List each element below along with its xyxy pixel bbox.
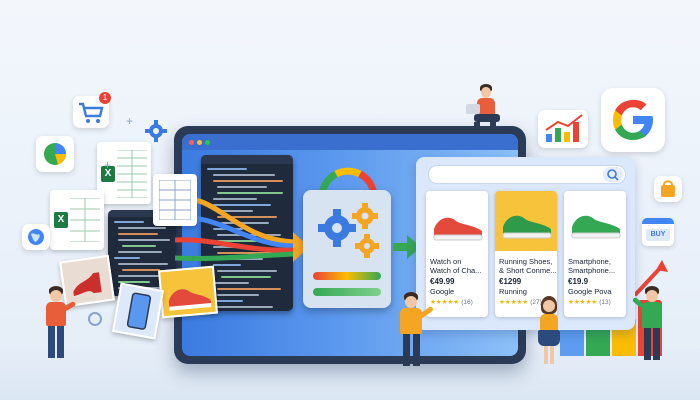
product-card[interactable]: Watch on Watch of Cha... €49.99 Google ★…	[426, 191, 488, 317]
pie-chart-icon	[44, 143, 67, 165]
review-count: (27)	[530, 299, 542, 306]
product-title[interactable]: Smartphone,	[568, 257, 611, 266]
product-photo-sneaker	[158, 265, 218, 319]
product-title[interactable]: Watch on	[430, 257, 462, 266]
product-photo-phone	[111, 282, 165, 340]
product-image	[426, 191, 488, 251]
close-dot[interactable]	[189, 140, 194, 145]
product-source: Google	[430, 287, 455, 296]
cart-icon	[79, 102, 104, 123]
sneaker-icon	[502, 215, 552, 239]
window-titlebar	[182, 134, 518, 150]
excel-icon: X	[101, 166, 115, 182]
product-source: Google Pova	[568, 287, 612, 296]
product-rating: ★★★★★ (13)	[568, 297, 626, 307]
shopping-bag-icon	[661, 180, 675, 197]
product-source: Running	[499, 287, 527, 296]
progress-bar-red	[313, 272, 381, 280]
product-title[interactable]: Running Shoes,	[499, 257, 553, 266]
product-image	[495, 191, 557, 251]
review-count: (13)	[599, 299, 611, 306]
person-woman	[534, 296, 564, 368]
excel-file-1: X	[97, 142, 151, 204]
shopping-results-panel: Watch on Watch of Cha... €49.99 Google ★…	[416, 157, 635, 330]
product-title-line2[interactable]: & Short Conme...	[499, 266, 557, 275]
trend-chart-card	[538, 110, 588, 148]
product-title-line2[interactable]: Smartphone...	[568, 266, 616, 275]
spreadsheet-file	[153, 174, 197, 226]
person-pointing	[394, 292, 434, 368]
processing-engine	[303, 190, 391, 308]
code-editor-titlebar	[201, 155, 293, 164]
sneaker-icon	[433, 217, 483, 241]
product-price: €19.9	[568, 277, 589, 286]
person-left	[40, 286, 77, 360]
gear-icon	[318, 203, 379, 258]
gear-icon	[145, 120, 167, 142]
review-count: (16)	[461, 299, 473, 306]
maximize-dot[interactable]	[205, 140, 210, 145]
minimize-dot[interactable]	[197, 140, 202, 145]
rating-stars: ★★★★★	[430, 299, 460, 306]
person-right	[631, 286, 668, 362]
laptop-icon	[466, 104, 480, 114]
excel-file-2: X	[50, 190, 104, 250]
search-bar[interactable]	[428, 165, 626, 184]
buy-button[interactable]: BUY	[646, 229, 670, 241]
excel-icon: X	[54, 212, 68, 228]
product-title-line2[interactable]: Watch of Cha...	[430, 266, 482, 275]
progress-bar-green	[313, 288, 381, 296]
person-with-laptop	[466, 84, 506, 136]
output-arrow-icon	[393, 235, 421, 259]
product-price: €49.99	[430, 277, 455, 286]
search-icon[interactable]	[603, 167, 623, 182]
product-rating: ★★★★★ (16)	[430, 297, 488, 307]
globe-icon	[28, 229, 44, 245]
google-logo	[613, 100, 653, 140]
google-logo-card	[601, 88, 665, 152]
product-price: €1299	[499, 277, 522, 286]
cart-badge: 1	[99, 92, 111, 104]
cart-card: 1	[73, 92, 111, 128]
product-photo-heels	[59, 254, 115, 308]
globe-card	[22, 224, 50, 250]
product-rating: ★★★★★ (27)	[499, 297, 557, 307]
plus-decoration: +	[104, 158, 112, 172]
ring-decoration	[88, 312, 102, 326]
shopping-bag-card	[654, 176, 682, 202]
rating-stars: ★★★★★	[499, 299, 529, 306]
product-card[interactable]: Smartphone, Smartphone... €19.9 Google P…	[564, 191, 626, 317]
sneaker-icon	[571, 215, 621, 239]
rating-stars: ★★★★★	[568, 299, 598, 306]
product-image	[564, 191, 626, 251]
trend-chart-icon	[545, 114, 583, 142]
buy-tag-card: BUY	[642, 218, 674, 246]
plus-decoration: +	[126, 114, 134, 128]
pie-chart-card	[36, 136, 74, 172]
